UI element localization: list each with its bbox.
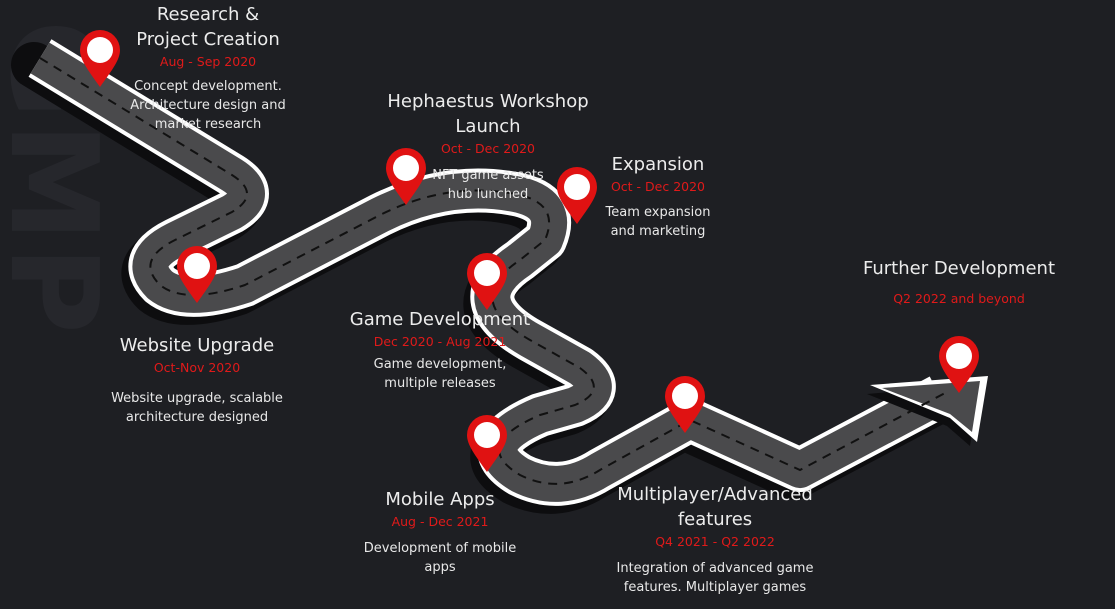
milestone-research: Research & Project Creation Aug - Sep 20… bbox=[108, 2, 308, 134]
milestone-title: Mobile Apps bbox=[385, 489, 495, 510]
milestone-game-development: Game Development Dec 2020 - Aug 2021 Gam… bbox=[330, 307, 550, 393]
map-pin-icon bbox=[557, 167, 597, 225]
map-pin-icon bbox=[80, 30, 120, 88]
milestone-further-development: Further Development Q2 2022 and beyond bbox=[850, 256, 1068, 308]
milestone-description: Development of mobile apps bbox=[363, 541, 517, 575]
map-pin-icon bbox=[665, 376, 705, 434]
milestone-title: Game Development bbox=[349, 309, 531, 330]
milestone-title: Research & Project Creation bbox=[136, 4, 280, 50]
milestone-description: Concept development. Architecture design… bbox=[130, 79, 286, 132]
map-pin-icon bbox=[467, 253, 507, 311]
milestone-title: Website Upgrade bbox=[119, 335, 275, 356]
milestone-date: Aug - Dec 2021 bbox=[391, 514, 489, 529]
road-center-line bbox=[39, 57, 946, 485]
milestone-date: Q2 2022 and beyond bbox=[893, 291, 1025, 306]
milestone-date: Q4 2021 - Q2 2022 bbox=[655, 534, 775, 549]
milestone-title: Multiplayer/Advanced features bbox=[617, 484, 813, 530]
road-arrow-head-fill bbox=[882, 381, 980, 432]
map-pin-icon bbox=[386, 148, 426, 206]
milestone-date: Dec 2020 - Aug 2021 bbox=[373, 334, 507, 349]
milestone-multiplayer: Multiplayer/Advanced features Q4 2021 - … bbox=[600, 482, 830, 597]
map-pin-icon bbox=[939, 336, 979, 394]
map-pin-icon bbox=[467, 415, 507, 473]
milestone-description: Integration of advanced game features. M… bbox=[616, 561, 814, 595]
milestone-title: Hephaestus Workshop Launch bbox=[387, 91, 589, 137]
milestone-date: Oct - Dec 2020 bbox=[440, 141, 536, 156]
milestone-website-upgrade: Website Upgrade Oct-Nov 2020 Website upg… bbox=[92, 333, 302, 427]
map-pin-icon bbox=[177, 246, 217, 304]
milestone-title: Further Development bbox=[862, 258, 1055, 279]
milestone-expansion: Expansion Oct - Dec 2020 Team expansion … bbox=[583, 152, 733, 241]
milestone-date: Oct-Nov 2020 bbox=[153, 360, 241, 375]
milestone-description: NFT game assets hub lunched bbox=[432, 168, 544, 202]
milestone-description: Game development, multiple releases bbox=[373, 357, 507, 391]
milestone-description: Team expansion and marketing bbox=[605, 205, 711, 239]
milestone-date: Aug - Sep 2020 bbox=[159, 54, 257, 69]
milestone-mobile-apps: Mobile Apps Aug - Dec 2021 Development o… bbox=[345, 487, 535, 577]
milestone-description: Website upgrade, scalable architecture d… bbox=[111, 391, 283, 425]
milestone-date: Oct - Dec 2020 bbox=[610, 179, 706, 194]
milestone-hephaestus: Hephaestus Workshop Launch Oct - Dec 202… bbox=[373, 89, 603, 204]
milestone-title: Expansion bbox=[611, 154, 705, 175]
